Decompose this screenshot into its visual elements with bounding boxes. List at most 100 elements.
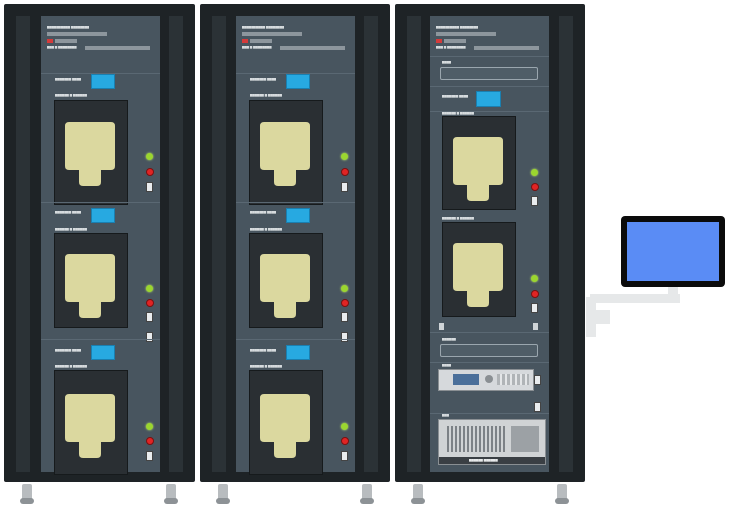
red-stop-button-icon[interactable]: [341, 299, 349, 307]
red-stop-button-icon[interactable]: [146, 437, 154, 445]
red-stop-button-icon[interactable]: [531, 290, 539, 298]
computer-vent-grid: [447, 426, 505, 452]
display-screen: [286, 74, 310, 89]
rack-cabinet-2: ██████████ ████████ ███ █ ████████ █████…: [200, 4, 390, 482]
screen-label: ███████ ████: [55, 349, 82, 352]
toggle-switch-icon[interactable]: [341, 451, 348, 461]
caster-wheel-icon: [20, 484, 34, 504]
divider: [430, 111, 549, 112]
header-red-mark: [47, 39, 53, 43]
header-red-mark: [242, 39, 248, 43]
divider: [41, 202, 160, 203]
header-line: [47, 32, 107, 36]
header-title: ██████████ ████████: [242, 26, 285, 29]
green-indicator-icon: [531, 275, 538, 282]
toggle-switch-icon[interactable]: [146, 312, 153, 322]
chamber-pad: [260, 254, 310, 318]
computer-brand-strip: [439, 457, 545, 464]
chamber-label: ██████ █ ██████: [55, 365, 87, 368]
instrument-display: [453, 374, 479, 385]
toggle-switch-icon[interactable]: [146, 332, 153, 342]
chamber-pad: [65, 394, 115, 458]
screen-label: ███████ ████: [442, 95, 469, 98]
green-indicator-icon: [341, 285, 348, 292]
header-subtitle: ███ █ ████████: [436, 46, 466, 49]
field-label: ████: [442, 61, 452, 64]
screen-label: ███████ ████: [55, 78, 82, 81]
divider: [430, 56, 549, 57]
chamber-label: ██████ █ ██████: [250, 228, 282, 231]
toggle-switch-icon[interactable]: [146, 182, 153, 192]
instrument-label: ████: [442, 364, 452, 367]
toggle-switch-icon[interactable]: [531, 303, 538, 313]
red-stop-button-icon[interactable]: [146, 168, 154, 176]
instrument-knob[interactable]: [485, 375, 493, 383]
header-subtitle: ███ █ ████████: [47, 46, 77, 49]
toggle-switch-icon[interactable]: [341, 182, 348, 192]
side-latch[interactable]: [439, 323, 444, 330]
left-rail: [16, 16, 30, 472]
display-screen: [91, 208, 115, 223]
chamber-pad: [453, 137, 503, 201]
caster-wheel-icon: [216, 484, 230, 504]
front-panel: ██████████ ████████ ███ █ ████████ █████…: [236, 16, 355, 475]
screen-label: ███████ ████: [250, 78, 277, 81]
rack-cabinet-1: ██████████ ████████ ███ █ ████████ █████…: [4, 4, 195, 482]
left-rail: [212, 16, 226, 472]
green-indicator-icon: [531, 169, 538, 176]
divider: [430, 413, 549, 414]
red-stop-button-icon[interactable]: [341, 437, 349, 445]
green-indicator-icon: [341, 423, 348, 430]
red-stop-button-icon[interactable]: [341, 168, 349, 176]
input-field[interactable]: [440, 344, 538, 357]
toggle-switch-icon[interactable]: [531, 196, 538, 206]
computer-label: ███: [442, 414, 449, 417]
screen-label: ███████ ████: [55, 211, 82, 214]
header-line: [436, 32, 496, 36]
divider: [41, 339, 160, 340]
divider: [236, 202, 355, 203]
monitor-arm-segment: [668, 283, 678, 301]
right-rail: [169, 16, 183, 472]
header-line: [250, 39, 272, 43]
computer-brand: ██████ ██████: [469, 459, 498, 462]
header-red-mark: [436, 39, 442, 43]
right-rail: [364, 16, 378, 472]
header-line: [55, 39, 77, 43]
front-panel: ██████████ ████████ ███ █ ████████ ████ …: [430, 16, 549, 472]
toggle-switch-icon[interactable]: [341, 312, 348, 322]
header-subtitle: ███ █ ████████: [242, 46, 272, 49]
display-screen: [286, 345, 310, 360]
chamber-pad: [65, 254, 115, 318]
screen-label: ███████ ████: [250, 211, 277, 214]
front-panel: ██████████ ████████ ███ █ ████████ █████…: [41, 16, 160, 475]
display-screen: [91, 74, 115, 89]
chamber-label: ██████ █ ██████: [250, 94, 282, 97]
green-indicator-icon: [146, 285, 153, 292]
caster-wheel-icon: [555, 484, 569, 504]
header-line: [474, 46, 539, 50]
green-indicator-icon: [341, 153, 348, 160]
toggle-switch-icon[interactable]: [534, 402, 541, 412]
toggle-switch-icon[interactable]: [534, 375, 541, 385]
divider: [430, 362, 549, 363]
red-stop-button-icon[interactable]: [531, 183, 539, 191]
header-line: [85, 46, 150, 50]
toggle-switch-icon[interactable]: [146, 451, 153, 461]
header-title: ██████████ ████████: [47, 26, 90, 29]
chamber-label: ██████ █ ██████: [442, 217, 474, 220]
instrument-keypad[interactable]: [497, 374, 529, 385]
caster-wheel-icon: [164, 484, 178, 504]
divider: [236, 339, 355, 340]
chamber-pad: [453, 243, 503, 307]
input-field[interactable]: [440, 67, 538, 80]
red-stop-button-icon[interactable]: [146, 299, 154, 307]
display-screen: [476, 91, 501, 107]
green-indicator-icon: [146, 423, 153, 430]
side-latch[interactable]: [533, 323, 538, 330]
chamber-label: ██████ █ ██████: [442, 112, 474, 115]
header-title: ██████████ ████████: [436, 26, 479, 29]
monitor-screen[interactable]: [627, 222, 719, 281]
toggle-switch-icon[interactable]: [341, 332, 348, 342]
divider: [430, 86, 549, 87]
